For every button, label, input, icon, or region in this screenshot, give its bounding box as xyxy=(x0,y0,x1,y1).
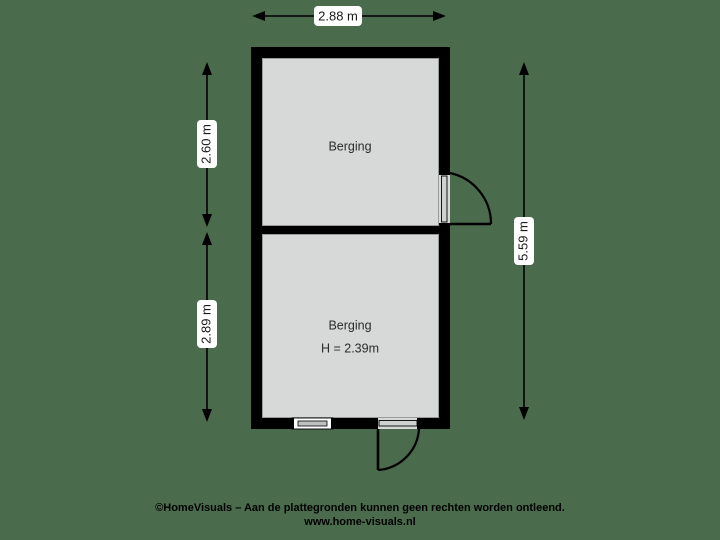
arrow-head-bottom xyxy=(202,409,212,422)
footer-credit: ©HomeVisuals – Aan de plattegronden kunn… xyxy=(155,502,565,528)
room-floor-upper xyxy=(262,58,439,226)
window-jamb-left xyxy=(290,418,294,429)
door-leaf xyxy=(378,420,418,427)
door-jamb-top xyxy=(439,171,450,175)
interior-dividing-wall xyxy=(251,226,450,234)
door-swing-arc xyxy=(449,171,493,225)
dimension-left-lower: 2.89 m xyxy=(197,232,217,422)
door-bottom-wall[interactable] xyxy=(374,418,421,472)
door-leaf xyxy=(441,175,448,223)
arrow-head-left xyxy=(252,11,265,21)
arrow-head-bottom xyxy=(202,214,212,227)
dimension-label-right-total: 5.59 m xyxy=(515,221,530,261)
dimension-label-left-lower: 2.89 m xyxy=(198,304,213,344)
room-floor-lower-outline xyxy=(262,234,439,418)
arrow-head-bottom xyxy=(519,407,529,420)
room-label-upper: Berging xyxy=(328,139,371,153)
room-name-upper: Berging xyxy=(328,139,371,153)
arrow-head-top xyxy=(202,232,212,245)
dimension-label-left-upper: 2.60 m xyxy=(198,124,213,164)
window-jamb-right xyxy=(331,418,335,429)
door-swing-arc xyxy=(377,428,421,472)
arrow-head-right xyxy=(433,11,446,21)
room-name-lower: Berging xyxy=(328,318,371,332)
dimension-label-background xyxy=(514,217,534,265)
room-label-lower: Berging H = 2.39m xyxy=(321,318,379,355)
room-height-lower: H = 2.39m xyxy=(321,341,379,355)
arrow-head-top xyxy=(202,62,212,75)
dimension-label-background xyxy=(314,6,362,26)
footer-line-website: www.home-visuals.nl xyxy=(303,516,415,528)
dimension-right-total: 5.59 m xyxy=(514,62,534,420)
dimension-top-width: 2.88 m xyxy=(252,6,446,26)
door-jamb-right xyxy=(417,418,421,429)
arrow-head-top xyxy=(519,62,529,75)
dimension-left-upper: 2.60 m xyxy=(197,62,217,227)
window-bottom-wall xyxy=(290,417,335,430)
door-right-wall[interactable] xyxy=(439,171,493,227)
dimension-label-background xyxy=(197,300,217,348)
footer-line-disclaimer: ©HomeVisuals – Aan de plattegronden kunn… xyxy=(155,502,565,514)
dimension-label-top-width: 2.88 m xyxy=(318,8,358,23)
building-shell xyxy=(251,47,450,429)
room-floor-lower xyxy=(262,234,439,418)
dimension-label-background xyxy=(197,120,217,168)
door-jamb-left xyxy=(374,418,378,429)
door-jamb-bottom xyxy=(439,223,450,227)
window-glass xyxy=(297,420,328,427)
room-floor-upper-outline xyxy=(262,58,439,226)
